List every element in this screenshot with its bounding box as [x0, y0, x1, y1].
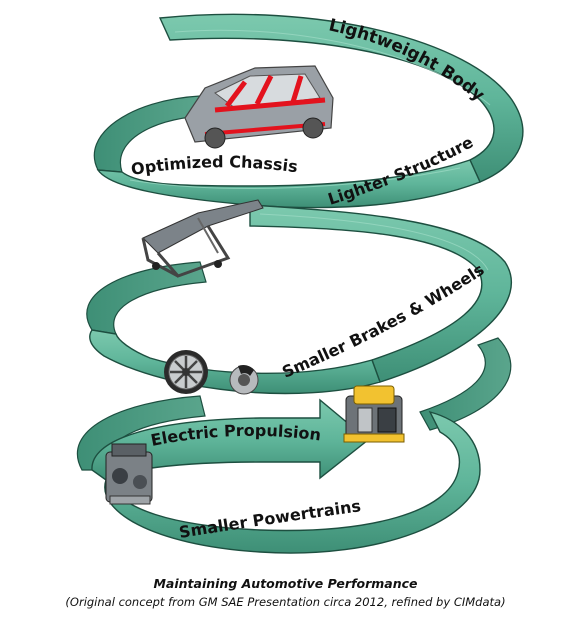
- chassis-frame-icon: [141, 199, 264, 278]
- spiral-back-segments: [76, 95, 512, 471]
- spiral-diagram: Lightweight Body Optimized Chassis Light…: [76, 13, 524, 554]
- electric-motor-icon: [343, 385, 405, 443]
- brake-disc-icon: [229, 364, 259, 395]
- caption-title: Maintaining Automotive Performance: [153, 576, 418, 591]
- label-optimized-chassis: Optimized Chassis: [130, 152, 299, 179]
- wheel-rim-icon: [164, 350, 208, 394]
- caption-subtitle: (Original concept from GM SAE Presentati…: [65, 595, 506, 609]
- band-highlights: [129, 29, 491, 271]
- car-body-frame-icon: [184, 65, 334, 149]
- engine-icon: [105, 443, 153, 505]
